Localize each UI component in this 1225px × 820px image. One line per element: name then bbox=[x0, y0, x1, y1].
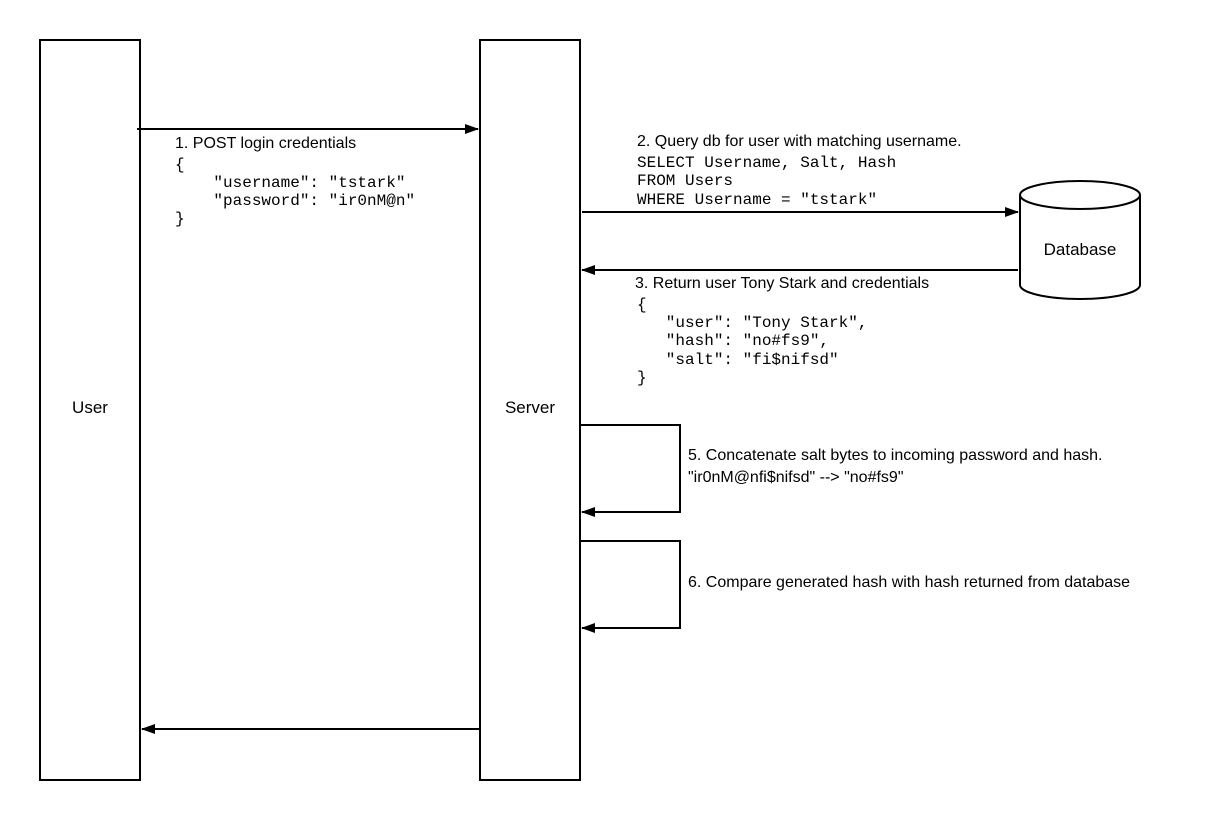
step1-code-line-3: "password": "ir0nM@n" bbox=[175, 192, 415, 210]
step5-detail: "ir0nM@nfi$nifsd" --> "no#fs9" bbox=[688, 469, 904, 486]
step3-code-line-4: "salt": "fi$nifsd" bbox=[637, 351, 839, 369]
user-label: User bbox=[72, 398, 108, 417]
step3-code-line-3: "hash": "no#fs9", bbox=[637, 332, 829, 350]
step2-label: 2. Query db for user with matching usern… bbox=[637, 133, 962, 150]
step5-self-loop bbox=[580, 424, 681, 517]
step6-label: 6. Compare generated hash with hash retu… bbox=[688, 574, 1130, 591]
step1-label: 1. POST login credentials bbox=[175, 135, 356, 152]
step2-code-line-1: SELECT Username, Salt, Hash bbox=[637, 154, 896, 172]
step6-self-loop bbox=[580, 540, 681, 633]
user-box bbox=[39, 39, 141, 781]
step3-label: 3. Return user Tony Stark and credential… bbox=[635, 275, 929, 292]
database-label: Database bbox=[1044, 240, 1117, 259]
step3-code-line-1: { bbox=[637, 296, 647, 314]
step1-code-line-2: "username": "tstark" bbox=[175, 174, 405, 192]
step5-label: 5. Concatenate salt bytes to incoming pa… bbox=[688, 447, 1102, 464]
step1-code-line-4: } bbox=[175, 210, 185, 228]
step2-code-line-2: FROM Users bbox=[637, 172, 733, 190]
step3-code-line-5: } bbox=[637, 369, 647, 387]
server-label: Server bbox=[505, 398, 555, 417]
database-cylinder bbox=[1019, 180, 1141, 300]
step2-code-line-3: WHERE Username = "tstark" bbox=[637, 191, 877, 209]
step3-code-line-2: "user": "Tony Stark", bbox=[637, 314, 867, 332]
step1-code-line-1: { bbox=[175, 156, 185, 174]
server-box bbox=[479, 39, 581, 781]
